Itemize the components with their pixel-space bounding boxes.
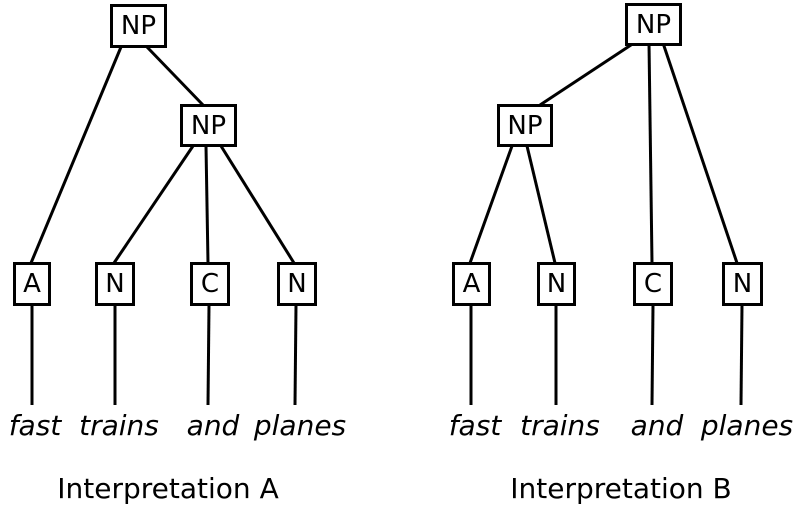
edge-b-root-to-c (647, 42, 654, 264)
tree-a-word-fast: fast (8, 409, 62, 442)
tree-b-word-trains: trains (520, 409, 600, 442)
tree-a-word-planes: planes (253, 409, 347, 442)
edge-b-word-and (650, 304, 655, 406)
edge-a-inner-to-c (204, 145, 210, 264)
edge-a-inner-to-n1 (112, 145, 195, 264)
tree-a-leaf-n2-node: N (277, 262, 317, 306)
tree-b-caption: Interpretation B (510, 472, 732, 505)
edge-a-root-to-innernp (145, 45, 205, 107)
tree-b-leaf-n1-node: N (537, 262, 576, 306)
tree-b-root-np-node: NP (625, 3, 682, 46)
tree-a-inner-np-node: NP (180, 104, 237, 147)
edge-a-inner-to-n2 (219, 145, 296, 264)
tree-a-caption: Interpretation A (57, 472, 279, 505)
tree-a-leaf-a-node: A (13, 262, 51, 306)
tree-b-leaf-a-node: A (452, 262, 491, 306)
tree-b-leaf-c-node: C (633, 262, 673, 306)
edge-b-word-planes (739, 304, 744, 406)
tree-a-leaf-c-node: C (190, 262, 230, 306)
edge-b-inner-to-a (468, 145, 514, 264)
edge-a-word-planes (293, 304, 298, 406)
edge-b-root-to-innernp (539, 41, 635, 107)
tree-b-word-planes: planes (700, 409, 794, 442)
tree-b-inner-np-node: NP (497, 104, 553, 147)
tree-b-word-and: and (630, 409, 684, 442)
tree-a-root-np-node: NP (110, 4, 167, 48)
tree-b-word-fast: fast (448, 409, 502, 442)
edge-b-inner-to-n1 (525, 145, 557, 264)
tree-a-word-trains: trains (79, 409, 159, 442)
tree-a-leaf-n1-node: N (95, 262, 135, 306)
edge-a-word-and (206, 304, 211, 406)
tree-a-word-and: and (186, 409, 240, 442)
edge-a-root-to-a (29, 46, 123, 264)
edge-b-root-to-n2 (661, 42, 739, 264)
tree-b-leaf-n2-node: N (722, 262, 763, 306)
